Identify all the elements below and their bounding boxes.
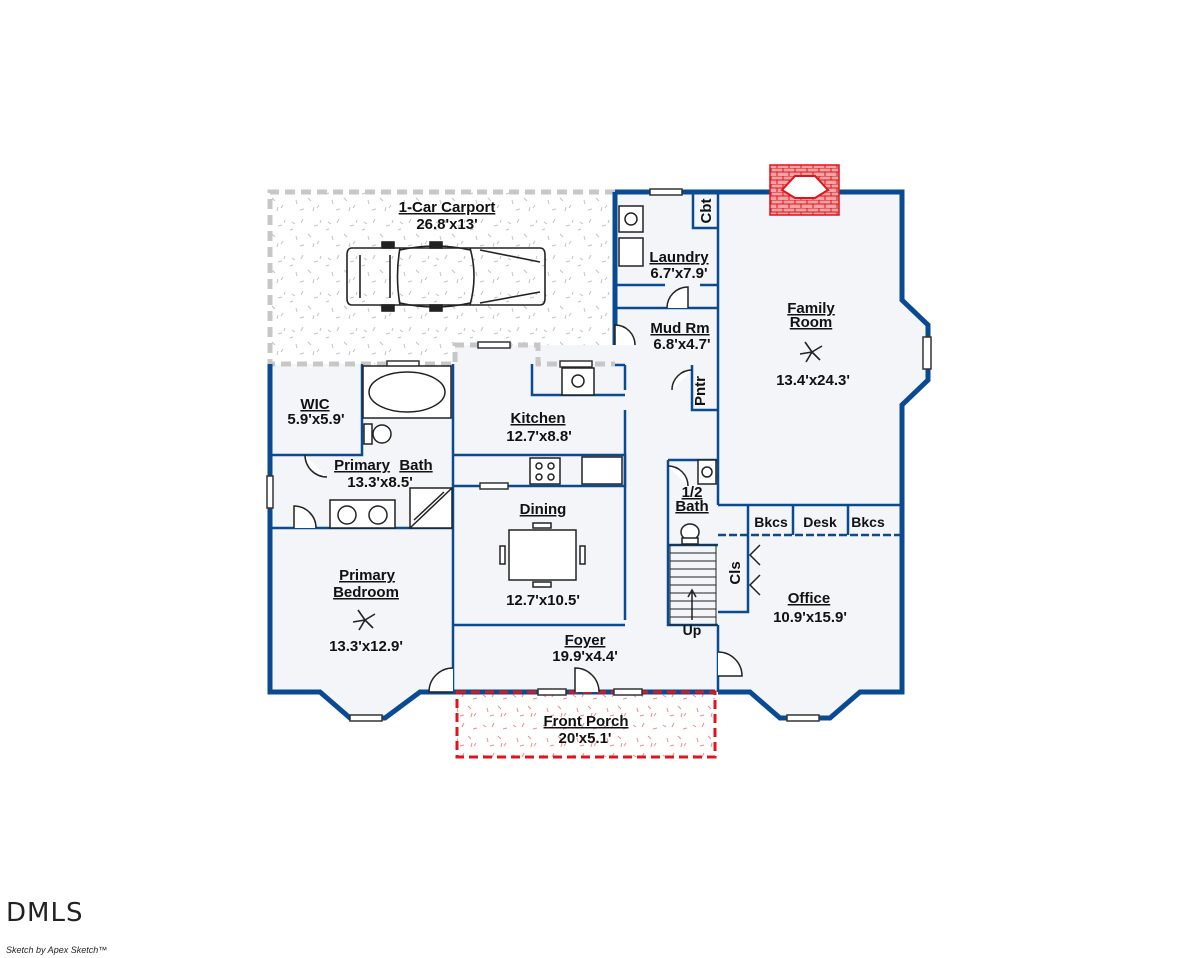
- primary-bath-label: Primary: [334, 457, 391, 474]
- mud-room-size: 6.8'x4.7': [653, 336, 710, 353]
- half-bath-label-2: Bath: [675, 498, 708, 515]
- closet-label: Cls: [727, 561, 744, 584]
- family-room-label-2: Room: [790, 314, 833, 331]
- sketch-credit: Sketch by Apex Sketch™: [6, 945, 108, 955]
- carport-size: 26.8'x13': [416, 216, 477, 233]
- family-room-label: Family: [787, 300, 835, 317]
- dining-label: Dining: [520, 501, 567, 518]
- staircase: [669, 544, 717, 626]
- dining-size: 12.7'x10.5': [506, 592, 580, 609]
- cbt-label: Cbt: [698, 199, 715, 224]
- half-bath-label: 1/2: [682, 484, 703, 501]
- carport-border: [267, 189, 615, 367]
- car-icon: [346, 241, 546, 312]
- primary-bedroom-label: Primary: [339, 567, 396, 584]
- front-porch-size: 20'x5.1': [558, 730, 611, 747]
- mud-room-label: Mud Rm: [650, 320, 709, 337]
- stairs-up-label: Up: [683, 622, 702, 638]
- office-size: 10.9'x15.9': [773, 609, 847, 626]
- laundry-label: Laundry: [649, 249, 709, 266]
- family-room-size: 13.4'x24.3': [776, 372, 850, 389]
- office-label: Office: [788, 590, 831, 607]
- wic-size: 5.9'x5.9': [287, 411, 344, 428]
- bookcase-label-2: Bkcs: [851, 514, 885, 530]
- laundry-size: 6.7'x7.9': [650, 265, 707, 282]
- primary-bedroom-label-2: Bedroom: [333, 584, 399, 601]
- fireplace-icon: [769, 164, 840, 216]
- foyer-label: Foyer: [565, 632, 606, 649]
- doors: [293, 286, 761, 693]
- ceiling-fan-icon: [352, 341, 823, 631]
- desk-label: Desk: [803, 514, 837, 530]
- foyer-size: 19.9'x4.4': [552, 648, 618, 665]
- carport-label: 1-Car Carport: [399, 199, 496, 216]
- bookcase-label-1: Bkcs: [754, 514, 788, 530]
- pantry-label: Pntr: [692, 376, 709, 406]
- kitchen-label: Kitchen: [510, 410, 565, 427]
- front-porch-label: Front Porch: [544, 713, 629, 730]
- wic-label: WIC: [300, 396, 329, 413]
- fixtures: [329, 205, 717, 588]
- room-labels: 1-Car Carport 26.8'x13' Laundry 6.7'x7.9…: [287, 199, 885, 748]
- primary-bath-label-2: Bath: [399, 457, 432, 474]
- primary-bath-size: 13.3'x8.5': [347, 474, 413, 491]
- primary-bedroom-size: 13.3'x12.9': [329, 638, 403, 655]
- kitchen-size: 12.7'x8.8': [506, 428, 572, 445]
- dmls-logo: DMLS: [6, 898, 84, 928]
